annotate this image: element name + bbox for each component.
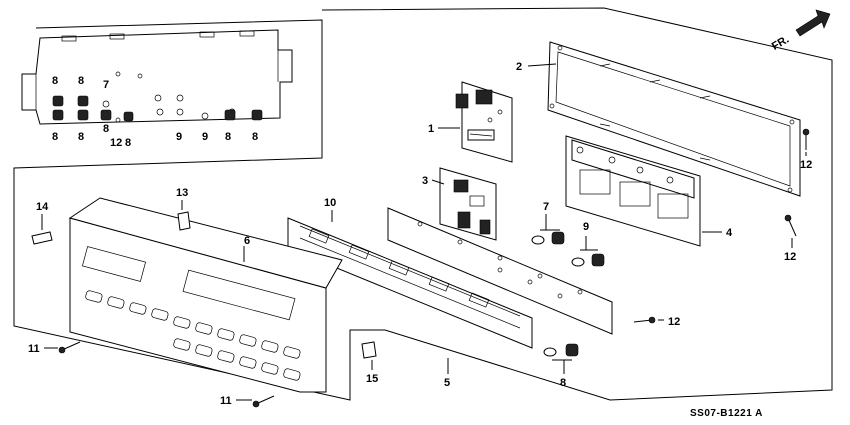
- callout-11: 11: [28, 343, 40, 355]
- callout-6: 6: [244, 235, 250, 247]
- leader-lines: [41, 63, 807, 401]
- callout-15: 15: [366, 373, 378, 385]
- part-3-sub-board: [439, 167, 497, 241]
- callout-8: 8: [252, 131, 258, 143]
- part-10-light-guide: [287, 217, 533, 349]
- callout-13: 13: [176, 187, 188, 199]
- part-12-screw-middle: [633, 316, 656, 324]
- callout-9: 9: [176, 131, 182, 143]
- callout-8: 8: [52, 75, 58, 87]
- part-1-circuit-board: [455, 81, 513, 163]
- callout-12: 12: [784, 251, 796, 263]
- callout-4: 4: [726, 227, 733, 239]
- callout-8: 8: [78, 131, 84, 143]
- callout-3: 3: [422, 175, 428, 187]
- part-9-bulb-socket: [571, 253, 605, 267]
- part-12-screw-right-lower: [784, 214, 797, 237]
- front-direction-arrow-icon: [795, 9, 831, 37]
- callout-8: 8: [103, 123, 109, 135]
- rear-view-panel: [21, 29, 293, 125]
- callout-8: 8: [78, 75, 84, 87]
- inset-bulb-socket: [52, 95, 263, 123]
- callout-14: 14: [36, 201, 49, 213]
- part-13-clip: [177, 211, 191, 231]
- part-6-front-panel: [68, 197, 343, 393]
- callout-10: 10: [324, 197, 336, 209]
- diagram-code: SS07-B1221 A: [690, 408, 763, 419]
- callout-12: 12: [110, 137, 122, 149]
- part-2-panel-frame: [547, 41, 801, 197]
- callout-8: 8: [560, 377, 566, 389]
- callout-12: 12: [668, 316, 680, 328]
- callout-9: 9: [202, 131, 208, 143]
- callout-12: 12: [800, 159, 812, 171]
- part-8-bulb-socket: [543, 343, 579, 357]
- callout-7: 7: [543, 201, 549, 213]
- part-12-screw-right-upper: [802, 128, 810, 150]
- part-11-screw-lower: [252, 395, 275, 408]
- part-7-bulb-socket: [531, 231, 565, 245]
- callout-1: 1: [428, 123, 434, 135]
- callout-9: 9: [583, 221, 589, 233]
- callout-8: 8: [125, 137, 131, 149]
- inset-frame: [13, 7, 833, 401]
- callout-2: 2: [516, 61, 522, 73]
- part-15-clip: [361, 341, 377, 359]
- part-11-screw-upper: [58, 341, 81, 354]
- callout-7: 7: [103, 79, 109, 91]
- part-5-circuit-strip: [387, 207, 613, 335]
- callout-8: 8: [52, 131, 58, 143]
- callout-5: 5: [444, 377, 450, 389]
- part-14-clip: [31, 231, 53, 245]
- callout-11: 11: [220, 395, 232, 407]
- callout-8: 8: [225, 131, 231, 143]
- part-4-switch-unit: [565, 135, 701, 247]
